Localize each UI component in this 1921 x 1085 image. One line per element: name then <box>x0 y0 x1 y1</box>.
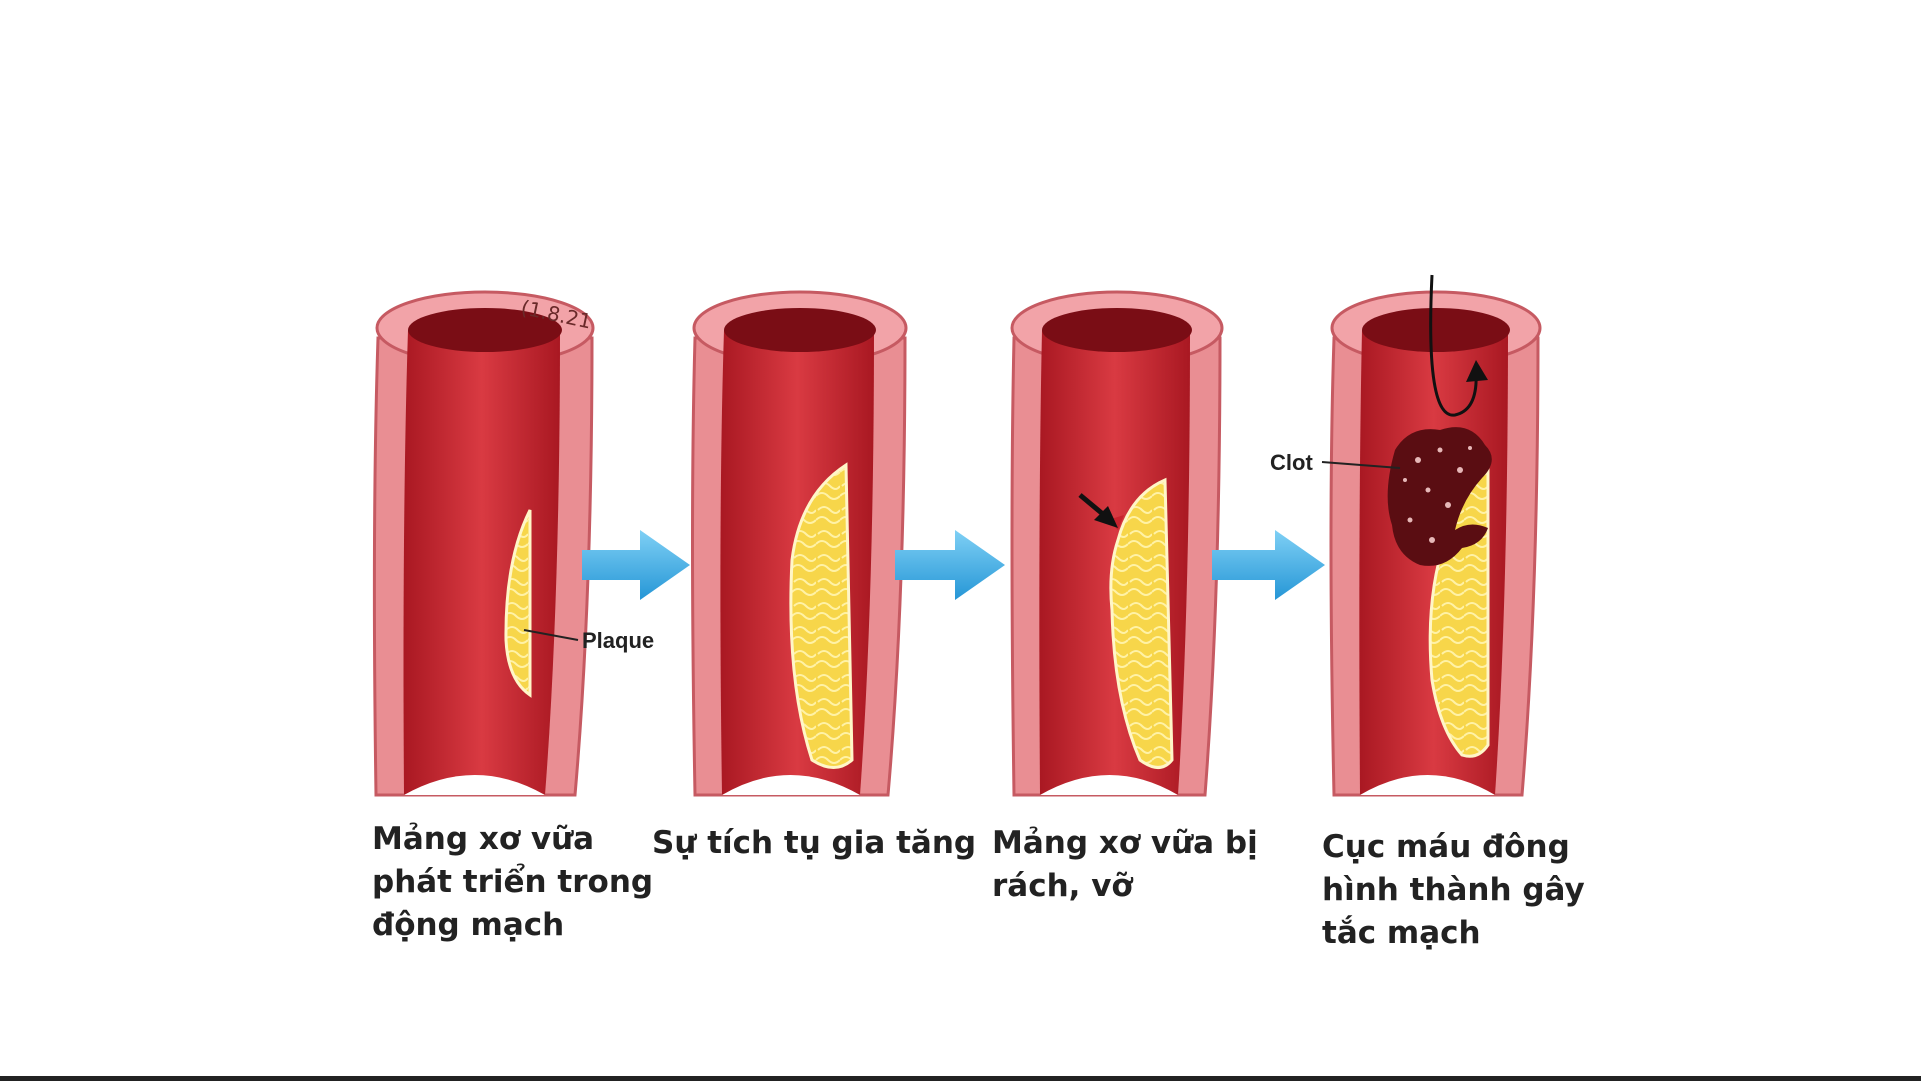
caption-line: tắc mạch <box>1322 912 1585 955</box>
vessel-stage-4: Clot <box>1270 275 1540 795</box>
stage-2-caption: Sự tích tụ gia tăng <box>652 822 976 865</box>
vessel-lumen <box>404 330 561 795</box>
right-arrow-icon <box>1212 530 1325 600</box>
right-arrow-icon <box>895 530 1005 600</box>
right-arrow-icon <box>582 530 690 600</box>
caption-line: Mảng xơ vữa bị <box>992 822 1258 865</box>
vessel-stage-2 <box>693 292 907 795</box>
caption-line: rách, vỡ <box>992 865 1258 908</box>
caption-line: phát triển trong <box>372 861 653 904</box>
caption-line: hình thành gây <box>1322 869 1585 912</box>
stage-1-caption: Mảng xơ vữa phát triển trong động mạch <box>372 818 653 947</box>
caption-line: động mạch <box>372 904 653 947</box>
stage-4-caption: Cục máu đông hình thành gây tắc mạch <box>1322 826 1585 955</box>
vessel-opening <box>1042 308 1192 352</box>
vessel-stage-1: (1.8.21 Plaque <box>374 292 654 795</box>
clot-label: Clot <box>1270 450 1313 475</box>
caption-line: Mảng xơ vữa <box>372 818 653 861</box>
vessel-stage-3 <box>1012 292 1222 795</box>
plaque-label: Plaque <box>582 628 654 653</box>
vessel-opening <box>1362 308 1510 352</box>
bottom-border <box>0 1076 1921 1081</box>
vessel-opening <box>724 308 876 352</box>
caption-line: Cục máu đông <box>1322 826 1585 869</box>
stage-3-caption: Mảng xơ vữa bị rách, vỡ <box>992 822 1258 908</box>
caption-line: Sự tích tụ gia tăng <box>652 822 976 865</box>
